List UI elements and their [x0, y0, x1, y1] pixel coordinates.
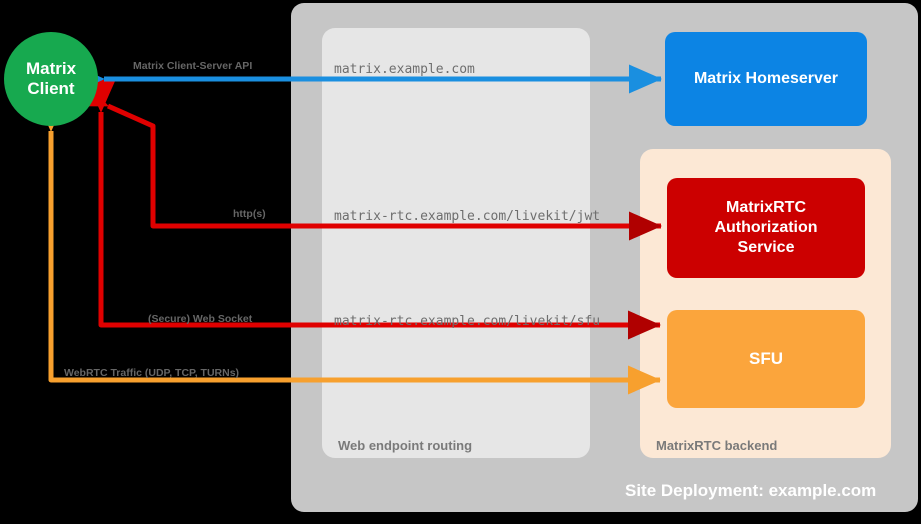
group-matrixrtc-backend-label: MatrixRTC backend — [656, 438, 778, 453]
edge-label-webrtc-traffic: WebRTC Traffic (UDP, TCP, TURNs) — [64, 367, 240, 379]
endpoint-matrix-example-com: matrix.example.com — [334, 62, 475, 77]
edge-label-https: http(s) — [233, 208, 266, 220]
site-deployment-label: Site Deployment: example.com — [625, 481, 877, 500]
edge-label-matrix-client-server-api: Matrix Client-Server API — [133, 60, 253, 72]
node-sfu[interactable] — [667, 310, 865, 408]
edge-https-jwt — [72, 79, 662, 241]
group-web-endpoint-routing — [322, 28, 590, 458]
endpoint-livekit-jwt: matrix-rtc.example.com/livekit/jwt — [334, 209, 601, 224]
node-matrixrtc-authorization-service[interactable] — [667, 178, 865, 278]
node-matrix-homeserver[interactable] — [665, 32, 867, 126]
edge-label-secure-web-socket: (Secure) Web Socket — [148, 313, 253, 325]
group-web-endpoint-routing-label: Web endpoint routing — [338, 438, 473, 453]
node-matrix-client[interactable] — [4, 32, 98, 126]
edge-webrtc-traffic — [36, 98, 661, 395]
endpoint-livekit-sfu: matrix-rtc.example.com/livekit/sfu — [334, 314, 601, 329]
